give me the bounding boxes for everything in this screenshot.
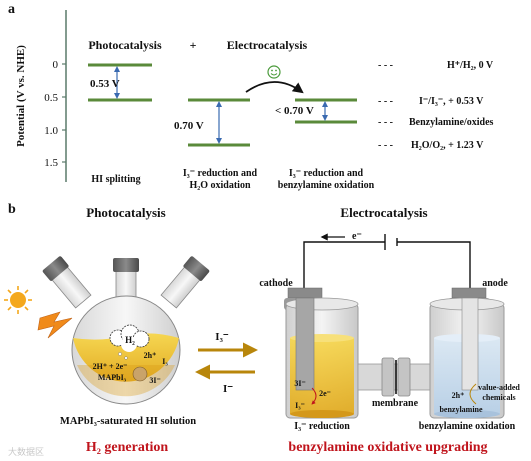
tick-label-0: 0 (53, 59, 59, 71)
flask-caption: MAPbI₃-saturated HI solution (60, 416, 196, 427)
anode-products-1: value-added (478, 383, 520, 392)
y-axis-label: Potential (V vs. NHE) (15, 45, 27, 147)
cathode-label: cathode (259, 278, 293, 289)
circuit (303, 234, 471, 288)
electron-label: e⁻ (352, 231, 362, 242)
anode-arc (469, 383, 477, 405)
caption-e2-line2: benzylamine oxidation (278, 180, 375, 191)
header-plus: + (190, 38, 197, 52)
y-axis-ticks (62, 63, 66, 163)
anode-2h: 2h⁺ (452, 391, 465, 400)
legend-dash-1: - - - (378, 60, 393, 71)
legend-dash-4: - - - (378, 140, 393, 151)
h2-cloud (109, 324, 150, 352)
legend-text-1: H⁺/H₂, 0 V (447, 60, 494, 71)
flask-particle (132, 366, 148, 382)
label-070v: 0.70 V (174, 120, 204, 132)
panel-b-label: b (8, 202, 16, 217)
h2-generation: H₂ generation (86, 440, 169, 455)
caption-e2-line1: I₃⁻ reduction and (289, 168, 364, 179)
anode-label: anode (482, 278, 508, 289)
cathode-arc (311, 387, 317, 405)
header-electrocatalysis-a: Electrocatalysis (227, 38, 308, 52)
cathode-3i: 3I⁻ (294, 379, 305, 388)
anode-cell (429, 287, 505, 419)
label-lt070v: < 0.70 V (275, 105, 314, 117)
curved-arrow (245, 81, 304, 94)
caption-e1-line2: H₂O oxidation (189, 180, 251, 191)
flask-i3: I₃ (162, 357, 168, 366)
anode-products-2: chemicals (482, 393, 515, 402)
legend-text-3: Benzylamine/oxides (409, 117, 494, 128)
cathode-cell (284, 287, 359, 419)
watermark: 大数据区 (8, 446, 44, 458)
tick-label-05: 0.5 (44, 92, 58, 104)
flask-hole: 2h⁺ (144, 351, 157, 360)
flask-eq: 2H⁺ + 2e⁻ (93, 362, 128, 371)
tick-label-15: 1.5 (44, 157, 58, 169)
panel-a-label: a (8, 2, 15, 17)
label-053v: 0.53 V (90, 78, 120, 90)
lightning-icon (37, 311, 73, 339)
tick-label-10: 1.0 (44, 125, 58, 137)
cathode-2e: 2e⁻ (319, 389, 331, 398)
legend-text-4: H₂O/O₂, + 1.23 V (411, 140, 484, 151)
smiley-icon (267, 65, 281, 79)
cathode-caption: I₃⁻ reduction (294, 421, 350, 432)
cathode-i3: I₃⁻ (295, 401, 305, 410)
arrow-bottom-label: I⁻ (223, 383, 233, 395)
header-electrocatalysis-b: Electrocatalysis (340, 205, 427, 220)
anode-caption: benzylamine oxidation (419, 421, 516, 432)
flask-3i: 3I⁻ (149, 376, 160, 385)
legend-dash-3: - - - (378, 117, 393, 128)
caption-e1-line1: I₃⁻ reduction and (183, 168, 258, 179)
header-photocatalysis-a: Photocatalysis (88, 38, 162, 52)
legend: - - - H⁺/H₂, 0 V - - - I⁻/I₃⁻, + 0.53 V … (378, 60, 494, 151)
header-photocatalysis-b: Photocatalysis (86, 205, 165, 220)
caption-hi-splitting: HI splitting (91, 174, 140, 185)
membrane-label: membrane (372, 398, 419, 409)
anode-benzylamine: benzylamine (439, 405, 483, 414)
upgrading-title: benzylamine oxidative upgrading (288, 440, 487, 455)
flask-mapbi3: MAPbI₃ (98, 373, 127, 382)
legend-dash-2: - - - (378, 96, 393, 107)
arrow-top-label: I₃⁻ (215, 331, 229, 343)
legend-text-2: I⁻/I₃⁻, + 0.53 V (419, 96, 484, 107)
flask-h2: H₂ (125, 335, 135, 345)
sun-icon (4, 286, 32, 314)
